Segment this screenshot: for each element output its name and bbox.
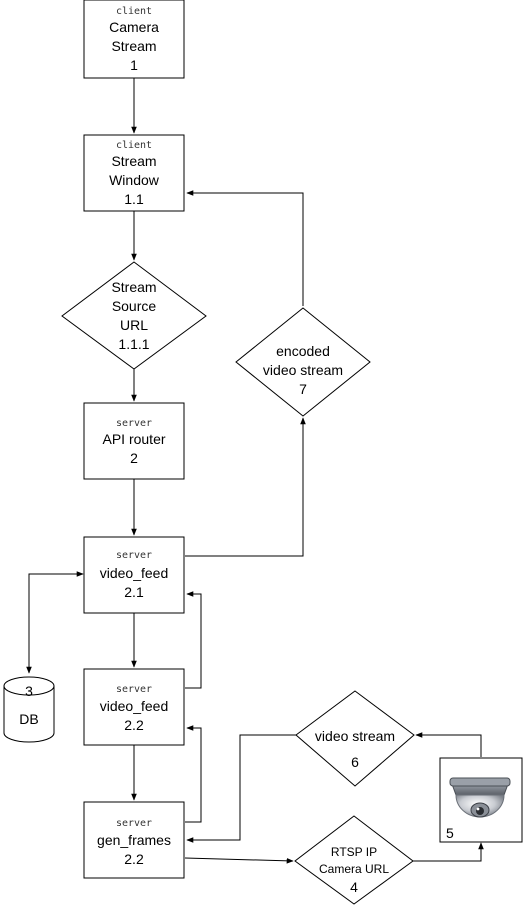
stream-source-url-node: Stream Source URL 1.1.1 — [61, 261, 207, 370]
node-label-line: 1 — [130, 57, 138, 73]
ip-camera-node: 5 — [439, 757, 523, 843]
node-tag: client — [116, 6, 152, 17]
node-tag: server — [116, 818, 152, 829]
node-number: 5 — [446, 825, 454, 841]
node-label-line: Camera URL — [319, 862, 389, 876]
node-label-line: Stream — [111, 153, 156, 169]
node-label-line: gen_frames — [97, 832, 171, 848]
camera-stream-node: client Camera Stream 1 — [83, 0, 185, 79]
ip-camera-icon — [449, 777, 511, 818]
node-label-line: video_feed — [100, 698, 169, 714]
node-label-line: 2.2 — [124, 717, 144, 733]
edge-video-feed-1-to-encoded-stream — [185, 417, 306, 557]
node-label-line: Source — [112, 298, 157, 314]
video-stream-node: video stream 6 — [295, 690, 415, 787]
rtsp-url-node: RTSP IP Camera URL 4 — [294, 815, 414, 905]
node-label-line: Stream — [111, 38, 156, 54]
node-tag: server — [116, 684, 152, 695]
encoded-stream-node: encoded video stream 7 — [235, 307, 371, 417]
stream-window-node: client Stream Window 1.1 — [83, 134, 185, 212]
node-label-line: video stream — [315, 728, 395, 744]
node-label-line: Window — [109, 172, 160, 188]
node-label-line: encoded — [276, 343, 330, 359]
node-label-line: 1.1 — [124, 191, 144, 207]
edge-gen-frames-to-video-feed-2 — [185, 725, 202, 823]
edge-encoded-stream-to-stream-window — [186, 190, 304, 306]
node-label-line: 4 — [350, 879, 358, 895]
edge-rtsp-url-to-ip-camera — [413, 842, 484, 862]
edges — [26, 78, 484, 864]
db-node: 3 DB — [3, 676, 55, 743]
api-router-node: server API router 2 — [83, 402, 185, 480]
edge-gen-frames-to-rtsp-url — [184, 857, 294, 864]
node-label-line: video stream — [263, 362, 343, 378]
edge-video-feed-2-to-video-feed-1 — [185, 591, 202, 689]
node-label-line: DB — [19, 711, 38, 727]
node-label-line: Camera — [109, 19, 159, 35]
node-label-line: 7 — [299, 381, 307, 397]
node-label-line: 2 — [130, 450, 138, 466]
node-label-line: 3 — [25, 683, 33, 699]
edge-ip-camera-to-video-stream — [415, 732, 482, 757]
node-tag: server — [116, 418, 152, 429]
node-label-line: API router — [102, 431, 165, 447]
video-feed-2-node: server video_feed 2.2 — [83, 668, 185, 746]
node-tag: client — [116, 140, 152, 151]
node-label-line: 6 — [351, 754, 359, 770]
edge-video-feed-1-db — [26, 571, 84, 674]
node-label-line: Stream — [111, 279, 156, 295]
node-label-line: video_feed — [100, 565, 169, 581]
node-label-line: 2.1 — [124, 584, 144, 600]
node-label-line: RTSP IP — [331, 845, 377, 859]
node-label-line: URL — [120, 317, 148, 333]
edge-video-stream-to-gen-frames — [186, 734, 296, 843]
node-tag: server — [116, 550, 152, 561]
node-label-line: 1.1.1 — [118, 336, 149, 352]
gen-frames-node: server gen_frames 2.2 — [83, 801, 185, 879]
video-feed-1-node: server video_feed 2.1 — [83, 536, 185, 614]
node-label-line: 2.2 — [124, 851, 144, 867]
